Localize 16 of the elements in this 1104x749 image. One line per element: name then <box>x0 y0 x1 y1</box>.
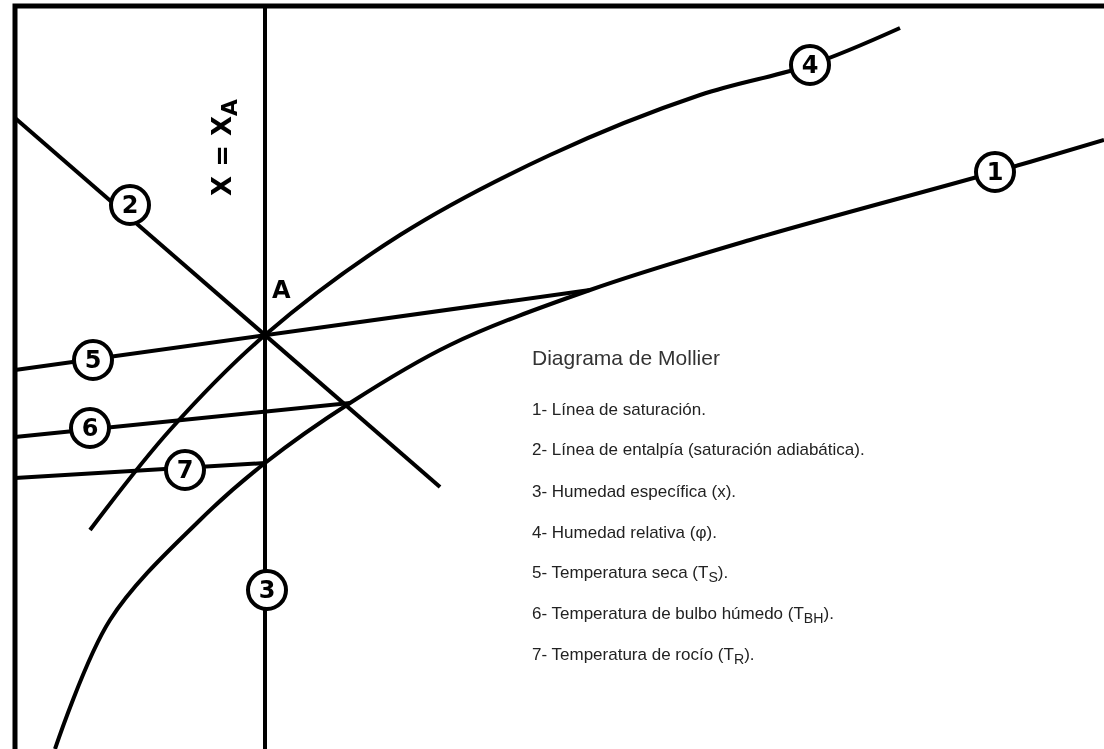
legend-text: 7- Temperatura de rocío (T$_{R}$). <box>532 645 755 668</box>
point-label: A <box>272 276 291 304</box>
legend-text: 6- Temperatura de bulbo húmedo (T$_{BH}$). <box>532 604 834 627</box>
callout-number: 7 <box>164 449 206 491</box>
legend-text: 4- Humedad relativa (φ). <box>532 523 717 543</box>
callout-number: 2 <box>109 184 151 226</box>
callout-number: 5 <box>72 339 114 381</box>
callout-number: 1 <box>974 151 1016 193</box>
legend-text: 5- Temperatura seca (T$_{S}$). <box>532 563 729 586</box>
legend-text: 1- Línea de saturación. <box>532 400 706 420</box>
callout-number: 6 <box>69 407 111 449</box>
callout-number: 3 <box>246 569 288 611</box>
callout-number: 4 <box>789 44 831 86</box>
legend-text: 3- Humedad específica (x). <box>532 482 737 502</box>
legend-heading: Diagrama de Mollier <box>532 346 720 370</box>
legend-text: 2- Línea de entalpía (saturación adiabática). <box>532 440 865 460</box>
